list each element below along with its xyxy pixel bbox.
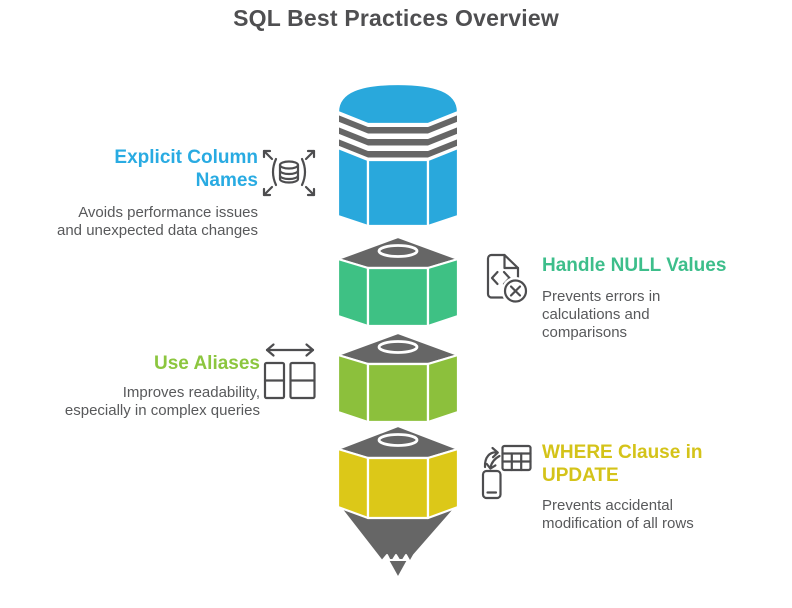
segment-face	[366, 266, 430, 328]
practice-heading: Use Aliases	[154, 353, 260, 374]
segment-face	[336, 146, 370, 228]
ferrule-band	[337, 125, 459, 148]
practice-where-clause-update: WHERE Clause in UPDATE Prevents accident…	[542, 441, 774, 533]
practice-description: Prevents errors in calculations and comp…	[542, 288, 661, 342]
pencil-eraser	[336, 82, 460, 126]
segment-face	[336, 447, 370, 520]
segment-face	[366, 456, 430, 520]
segment-face	[426, 257, 460, 328]
segment-face	[336, 257, 370, 328]
eraser-dome	[336, 82, 460, 126]
segment-face	[336, 353, 370, 424]
segment-face	[426, 146, 460, 228]
segment-face	[366, 158, 430, 228]
practice-heading: Handle NULL Values	[542, 255, 727, 276]
sync-table-icon	[481, 444, 532, 500]
segment-face	[366, 362, 430, 424]
pencil-segment-where-clause	[336, 424, 460, 520]
practice-heading: Explicit Column Names	[114, 147, 258, 192]
pencil-segment-use-aliases	[336, 331, 460, 424]
lead-hole	[377, 433, 419, 447]
practice-explicit-column-names: Explicit Column Names Avoids performance…	[30, 146, 258, 240]
practice-heading: WHERE Clause in UPDATE	[542, 442, 703, 487]
segment-face	[426, 447, 460, 520]
ferrule-band	[337, 113, 459, 136]
practice-description: Prevents accidental modification of all …	[542, 497, 694, 533]
lead-hole	[377, 340, 419, 354]
code-file-error-icon	[486, 253, 530, 305]
database-scale-icon	[262, 149, 316, 197]
pencil-graphic	[336, 82, 460, 579]
pencil-segment-explicit-columns	[336, 146, 460, 228]
practice-description: Improves readability, especially in comp…	[64, 384, 260, 420]
practice-handle-null-values: Handle NULL Values Prevents errors in ca…	[542, 254, 754, 342]
practice-description: Avoids performance issues and unexpected…	[57, 204, 258, 240]
pencil-ferrule	[337, 113, 459, 160]
page-title: SQL Best Practices Overview	[233, 5, 559, 31]
ferrule-band	[337, 137, 459, 160]
practice-use-aliases: Use Aliases Improves readability, especi…	[40, 352, 260, 420]
tip-lead-point	[387, 559, 409, 579]
pencil-tip	[339, 506, 457, 579]
segment-face	[426, 353, 460, 424]
lead-hole	[377, 244, 419, 258]
resize-columns-icon	[263, 343, 316, 400]
pencil-segment-handle-null	[336, 235, 460, 328]
segment-top-face	[336, 424, 460, 460]
